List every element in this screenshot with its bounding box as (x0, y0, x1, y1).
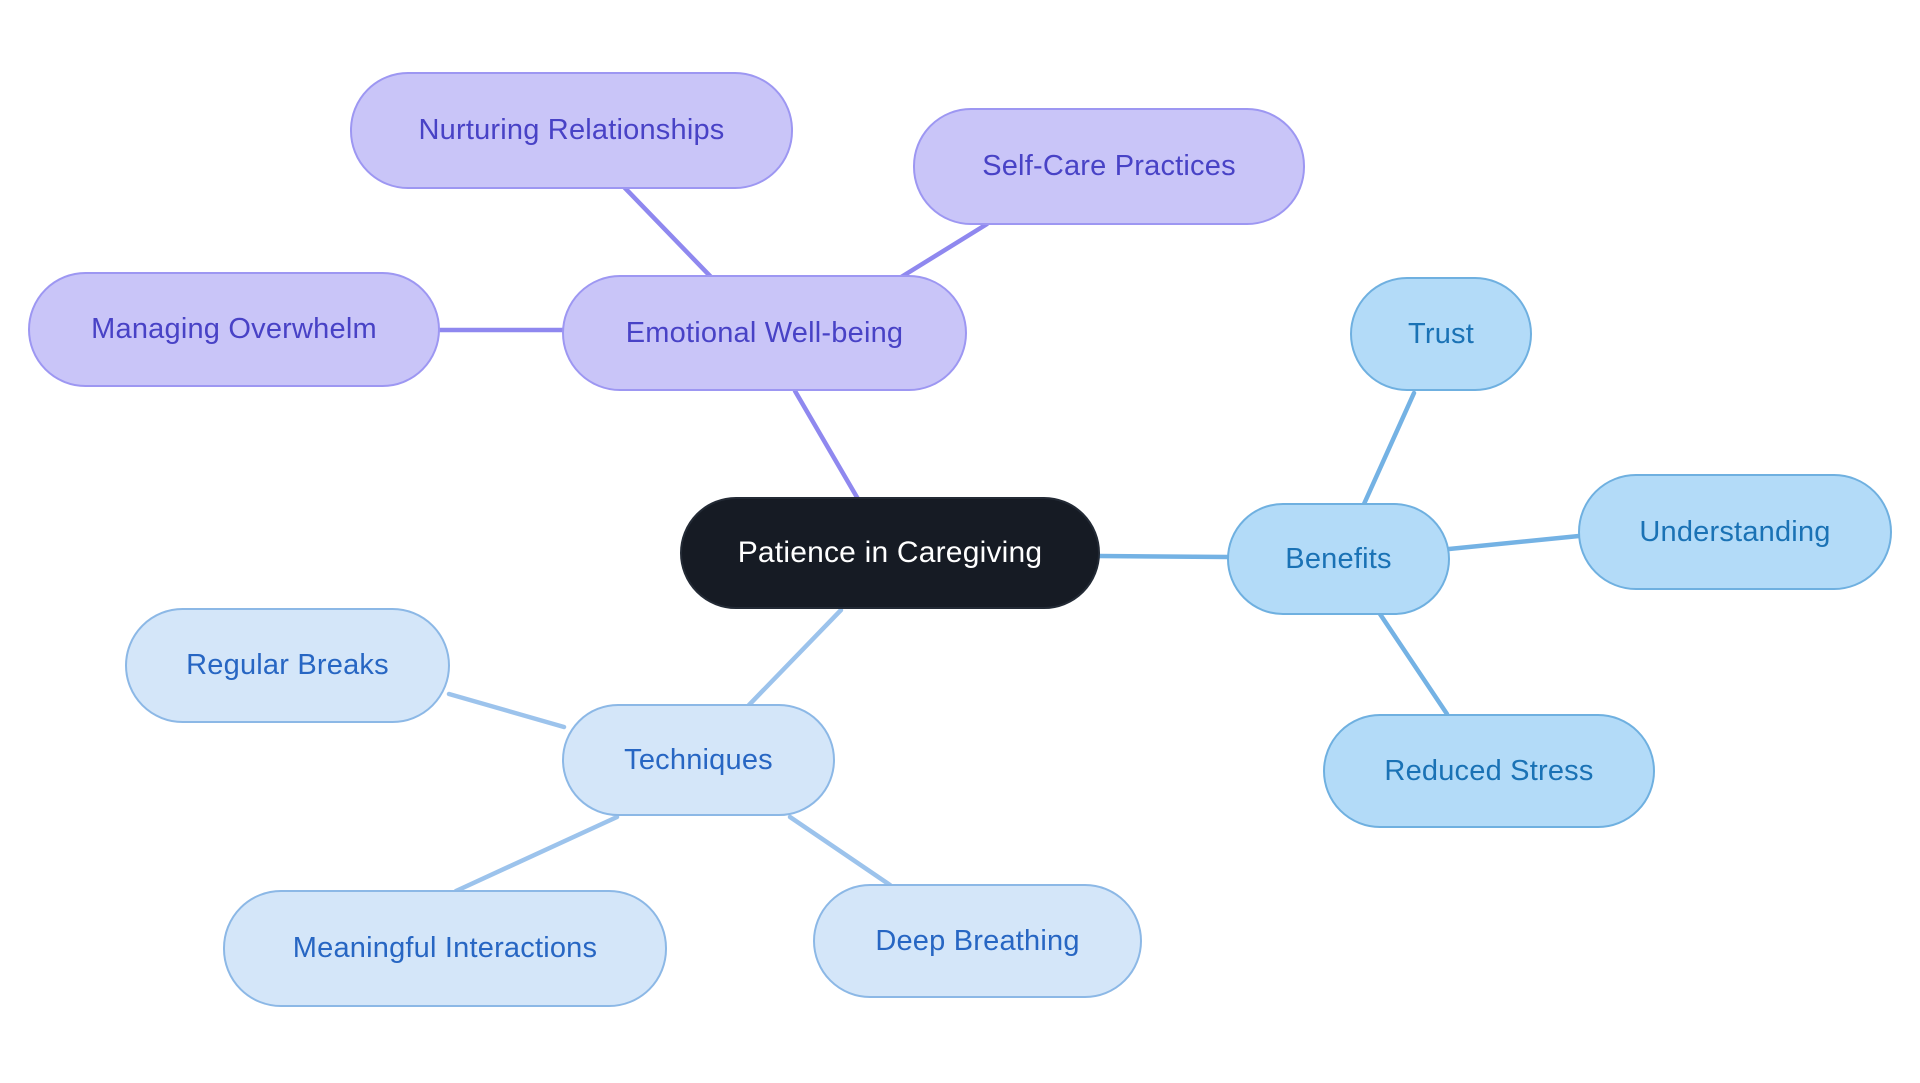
edge-benefits-understanding (1446, 533, 1582, 552)
node-label-breathing: Deep Breathing (875, 924, 1080, 957)
node-label-overwhelm: Managing Overwhelm (91, 313, 377, 345)
node-label-root: Patience in Caregiving (737, 536, 1043, 569)
node-overwhelm[interactable]: Managing Overwhelm (28, 272, 440, 387)
node-interactions[interactable]: Meaningful Interactions (223, 890, 667, 1007)
node-understanding[interactable]: Understanding (1578, 474, 1892, 590)
node-label-techniques: Techniques (624, 743, 773, 776)
edge-techniques-breaks (446, 691, 567, 730)
edge-benefits-reduced (1377, 611, 1450, 717)
edge-techniques-interactions (453, 814, 620, 894)
node-breaks[interactable]: Regular Breaks (125, 608, 450, 723)
node-label-breaks: Regular Breaks (186, 649, 389, 681)
node-label-reduced: Reduced Stress (1384, 754, 1594, 787)
root-node-root[interactable]: Patience in Caregiving (680, 497, 1100, 609)
node-nurturing[interactable]: Nurturing Relationships (350, 72, 793, 189)
node-trust[interactable]: Trust (1350, 277, 1532, 391)
edge-root-benefits (1096, 553, 1231, 560)
node-techniques[interactable]: Techniques (562, 704, 835, 816)
node-selfcare[interactable]: Self-Care Practices (913, 108, 1305, 225)
node-label-selfcare: Self-Care Practices (982, 150, 1236, 182)
node-label-benefits: Benefits (1285, 542, 1392, 575)
node-label-nurturing: Nurturing Relationships (418, 114, 725, 146)
edge-emotional-selfcare (895, 221, 990, 282)
edge-emotional-root (792, 388, 861, 502)
node-benefits[interactable]: Benefits (1227, 503, 1450, 615)
node-breathing[interactable]: Deep Breathing (813, 884, 1142, 998)
edge-emotional-nurturing (621, 184, 714, 280)
node-label-understanding: Understanding (1639, 515, 1831, 548)
node-emotional[interactable]: Emotional Well-being (562, 275, 967, 391)
node-label-interactions: Meaningful Interactions (292, 932, 598, 964)
edge-benefits-trust (1361, 390, 1417, 507)
edge-root-techniques (746, 607, 844, 708)
node-reduced[interactable]: Reduced Stress (1323, 714, 1655, 828)
node-label-trust: Trust (1408, 317, 1474, 350)
node-label-emotional: Emotional Well-being (625, 316, 904, 349)
edge-techniques-breathing (787, 814, 893, 888)
